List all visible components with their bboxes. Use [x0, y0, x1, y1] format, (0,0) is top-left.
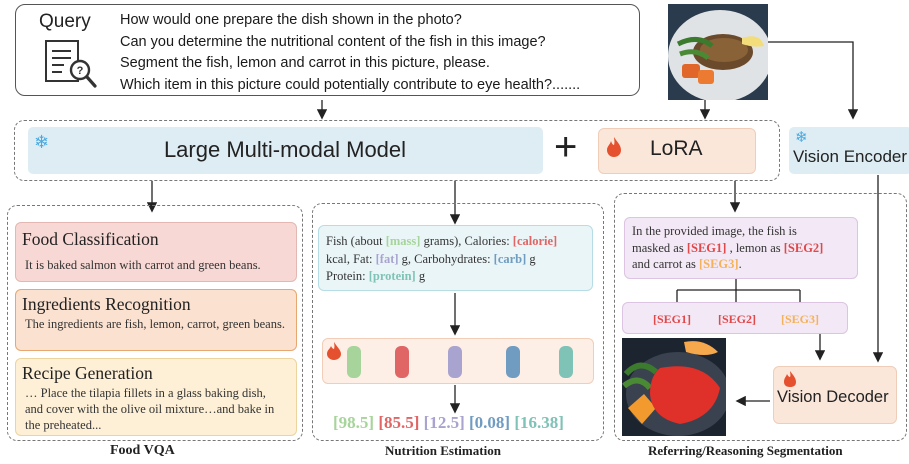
protein-bar — [559, 346, 573, 378]
recipe-generation-card: Recipe Generation … Place the tilapia fi… — [15, 358, 297, 436]
lora-box — [598, 128, 756, 174]
query-line: Can you determine the nutritional conten… — [120, 33, 546, 50]
nutrition-panel — [312, 203, 604, 441]
segmentation-label: Referring/Reasoning Segmentation — [648, 443, 843, 458]
segmentation-text-card: In the provided image, the fish is maske… — [624, 217, 858, 279]
segmentation-panel — [614, 193, 907, 441]
text-span: and carrot as — [632, 257, 699, 271]
text-span: g, Carbohydrates: — [398, 251, 494, 266]
text-span: grams), Calories: — [420, 234, 513, 248]
calorie-token: [calorie] — [512, 234, 558, 248]
card-title: Recipe Generation — [22, 363, 153, 383]
text-span: , lemon as — [726, 240, 784, 255]
mass-value: [98.5] — [333, 413, 375, 432]
llm-box — [28, 127, 543, 174]
card-body: It is baked salmon with carrot and green… — [25, 258, 261, 272]
text-span: In the provided image, the fish is — [632, 224, 797, 238]
query-lines: How would one prepare the dish shown in … — [120, 10, 580, 96]
query-title: Query — [39, 11, 91, 32]
vision-encoder-label: Vision Encoder — [793, 147, 908, 166]
carb-bar — [506, 346, 520, 378]
seg3-token: [SEG3] — [698, 257, 739, 271]
fat-bar — [448, 346, 462, 378]
document-search-icon: ? — [45, 40, 97, 88]
text-span: Fish (about — [326, 234, 386, 248]
vision-decoder-label: Vision Decoder — [777, 388, 889, 406]
mass-token: [mass] — [385, 234, 421, 248]
card-title: Ingredients Recognition — [22, 294, 191, 314]
vision-encoder-box — [789, 127, 909, 174]
carb-token: [carb] — [493, 251, 527, 266]
seg1-token: [SEG1] — [686, 240, 727, 255]
nutrition-label: Nutrition Estimation — [385, 443, 501, 458]
card-title: Food Classification — [22, 229, 159, 249]
flame-icon — [607, 137, 621, 157]
lora-label: LoRA — [650, 137, 703, 160]
model-dashed-frame — [14, 120, 780, 181]
segmented-photo — [622, 338, 726, 436]
text-span: . — [738, 257, 742, 271]
fat-value: [12.5] — [423, 413, 465, 432]
nutrition-values: [98.5] [85.5] [12.5] [0.08] [16.38] — [333, 413, 564, 433]
seg-token-row: [SEG1] [SEG2] [SEG3] — [622, 302, 848, 334]
nutrition-text: Fish (about [mass] grams), Calories: [ca… — [326, 233, 592, 286]
seg1-chip: [SEG1] — [653, 312, 692, 326]
text-span: Protein: — [326, 269, 369, 283]
snowflake-icon: ❄ — [34, 132, 50, 152]
food-photo — [668, 4, 768, 100]
seg2-chip: [SEG2] — [718, 312, 757, 326]
text-span: g — [415, 269, 426, 283]
svg-text:?: ? — [77, 65, 84, 77]
protein-value: [16.38] — [514, 413, 564, 432]
plus-sign: + — [554, 125, 578, 169]
calorie-value: [85.5] — [378, 413, 420, 432]
calorie-bar — [395, 346, 409, 378]
seg3-chip: [SEG3] — [781, 312, 820, 326]
seg2-token: [SEG2] — [783, 240, 824, 255]
query-line: Segment the fish, lemon and carrot in th… — [120, 55, 490, 71]
flame-icon — [327, 342, 341, 360]
query-box — [15, 4, 640, 96]
food-vqa-panel — [7, 205, 303, 441]
query-line: How would one prepare the dish shown in … — [120, 12, 462, 28]
nutrition-tokens — [347, 346, 573, 378]
llm-label: Large Multi-modal Model — [163, 137, 407, 162]
card-body: The ingredients are fish, lemon, carrot,… — [25, 317, 285, 331]
carb-value: [0.08] — [468, 413, 511, 432]
snowflake-icon: ❄ — [795, 129, 808, 146]
food-vqa-label: Food VQA — [110, 443, 175, 458]
card-body: … Place the tilapia fillets in a glass b… — [25, 386, 275, 432]
text-span: masked as — [632, 240, 687, 255]
mass-bar — [347, 346, 361, 378]
fat-token: [fat] — [375, 251, 399, 266]
text-span: g — [526, 251, 536, 266]
protein-token: [protein] — [368, 269, 416, 283]
text-span: kcal, Fat: — [326, 251, 376, 266]
nutrition-text-card: Fish (about [mass] grams), Calories: [ca… — [318, 225, 593, 291]
flame-icon — [784, 371, 796, 387]
ingredients-recognition-card: Ingredients Recognition The ingredients … — [15, 289, 297, 351]
vision-decoder-box — [773, 366, 897, 424]
query-line: Which item in this picture could potenti… — [120, 76, 581, 93]
segmentation-text: In the provided image, the fish is maske… — [632, 223, 858, 273]
food-classification-card: Food Classification It is baked salmon w… — [15, 222, 297, 282]
